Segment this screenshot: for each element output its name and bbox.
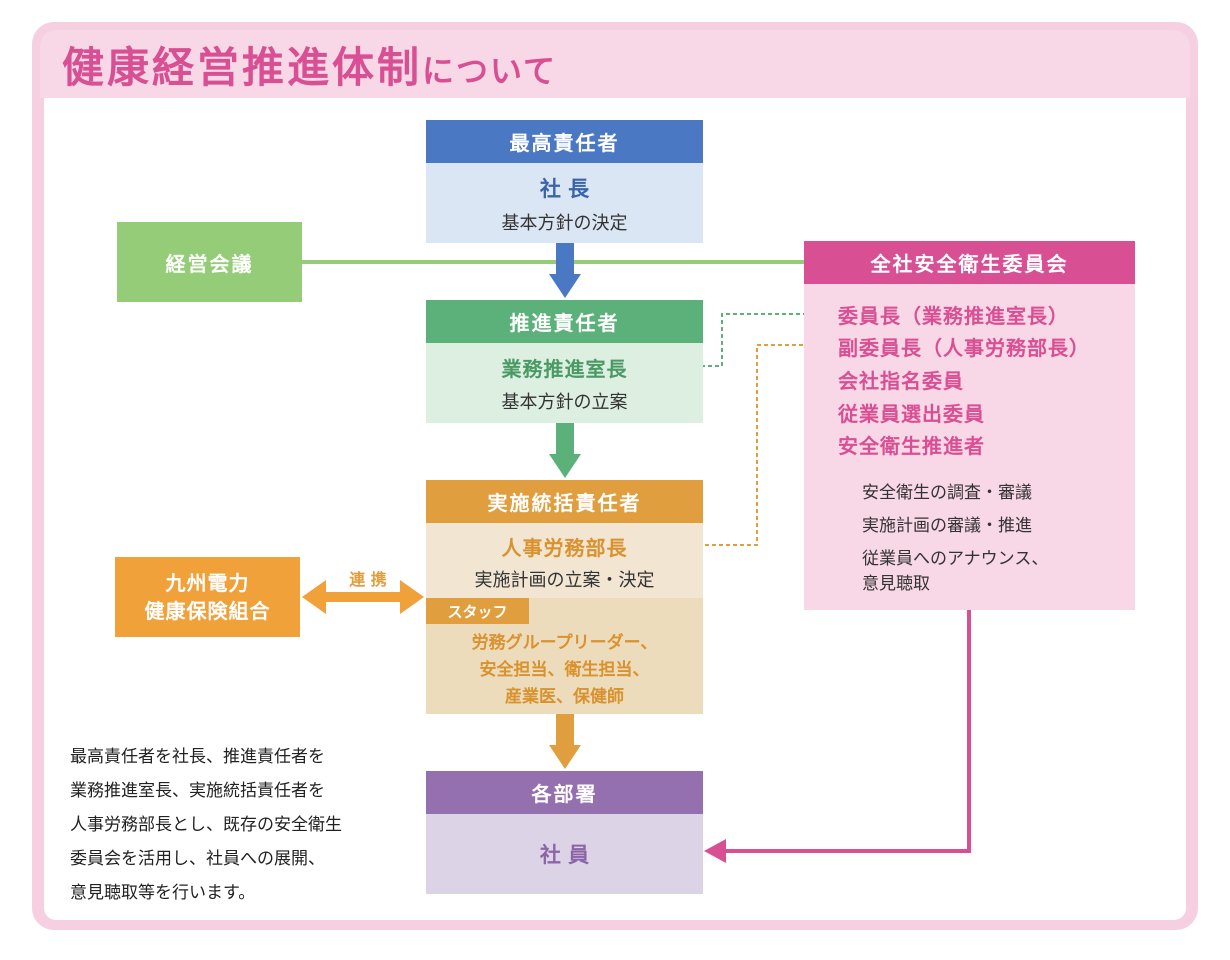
note-line: 最高責任者を社長、推進責任者を	[70, 747, 325, 767]
note-line: 意見聴取等を行います。	[70, 883, 256, 903]
promotion-header-label: 推進責任者	[509, 311, 620, 335]
department-header: 各部署	[426, 771, 703, 814]
top-body: 社 長 基本方針の決定	[426, 163, 703, 243]
execution-header-label: 実施統括責任者	[487, 491, 642, 515]
department-employees: 社 員	[539, 843, 590, 867]
title-suffix: について	[422, 52, 558, 90]
management-meeting-box: 経営会議	[117, 222, 302, 302]
top-desc: 基本方針の決定	[501, 213, 628, 234]
explanatory-note: 最高責任者を社長、推進責任者を 業務推進室長、実施統括責任者を 人事労務部長とし…	[70, 740, 410, 910]
committee-member: 従業員選出委員	[838, 402, 985, 426]
staff-line: 安全担当、衛生担当、	[479, 660, 650, 680]
committee-to-department-line	[722, 610, 971, 853]
note-line: 委員会を活用し、社員への展開、	[70, 849, 325, 869]
page-title: 健康経営推進体制について	[62, 34, 557, 95]
execution-desc: 実施計画の立案・決定	[474, 570, 655, 591]
arrow-top-to-promotion	[549, 243, 581, 298]
staff-tag: スタッフ	[426, 598, 529, 624]
execution-header: 実施統括責任者	[426, 480, 703, 523]
committee-to-department-arrowhead	[704, 839, 726, 863]
promotion-header: 推進責任者	[426, 300, 703, 343]
committee-member: 副委員長（人事労務部長）	[838, 336, 1090, 360]
committee-duty: 安全衛生の調査・審議	[862, 483, 1032, 503]
promotion-body: 業務推進室長 基本方針の立案	[426, 343, 703, 423]
committee-header: 全社安全衛生委員会	[804, 241, 1135, 284]
promotion-name: 業務推進室長	[501, 357, 628, 381]
promotion-desc: 基本方針の立案	[501, 392, 628, 413]
staff-tag-label: スタッフ	[447, 602, 508, 621]
link-label: 連 携	[349, 570, 387, 589]
title-main: 健康経営推進体制	[62, 43, 423, 92]
arrow-promotion-to-execution	[549, 423, 581, 478]
union-line2: 健康保険組合	[144, 599, 271, 623]
top-header: 最高責任者	[426, 120, 703, 163]
top-name: 社 長	[539, 177, 590, 201]
committee-duty: 従業員へのアナウンス、	[862, 549, 1049, 569]
note-line: 人事労務部長とし、既存の安全衛生	[70, 815, 342, 835]
staff-lines: 労務グループリーダー、 安全担当、衛生担当、 産業医、保健師	[426, 630, 703, 711]
note-line: 業務推進室長、実施統括責任者を	[70, 781, 325, 801]
meeting-label: 経営会議	[165, 251, 254, 276]
committee-member: 安全衛生推進者	[838, 434, 985, 458]
union-line1: 九州電力	[165, 571, 250, 595]
link-double-arrow	[302, 580, 424, 614]
committee-duty: 実施計画の審議・推進	[862, 516, 1032, 536]
committee-duty: 意見聴取	[862, 574, 930, 594]
staff-line: 労務グループリーダー、	[471, 633, 658, 653]
committee-member: 会社指名委員	[838, 369, 964, 393]
execution-name: 人事労務部長	[501, 536, 628, 560]
top-header-label: 最高責任者	[509, 131, 620, 155]
title-bar	[40, 30, 1190, 98]
committee-member: 委員長（業務推進室長）	[838, 304, 1069, 328]
department-body: 社 員	[426, 814, 703, 894]
health-insurance-union-box: 九州電力 健康保険組合	[115, 557, 300, 637]
committee-header-label: 全社安全衛生委員会	[870, 252, 1069, 276]
execution-body: 人事労務部長 実施計画の立案・決定	[426, 523, 703, 598]
committee-body	[804, 284, 1135, 610]
arrow-execution-to-department	[549, 714, 581, 769]
staff-line: 産業医、保健師	[505, 687, 624, 707]
department-header-label: 各部署	[531, 782, 598, 806]
